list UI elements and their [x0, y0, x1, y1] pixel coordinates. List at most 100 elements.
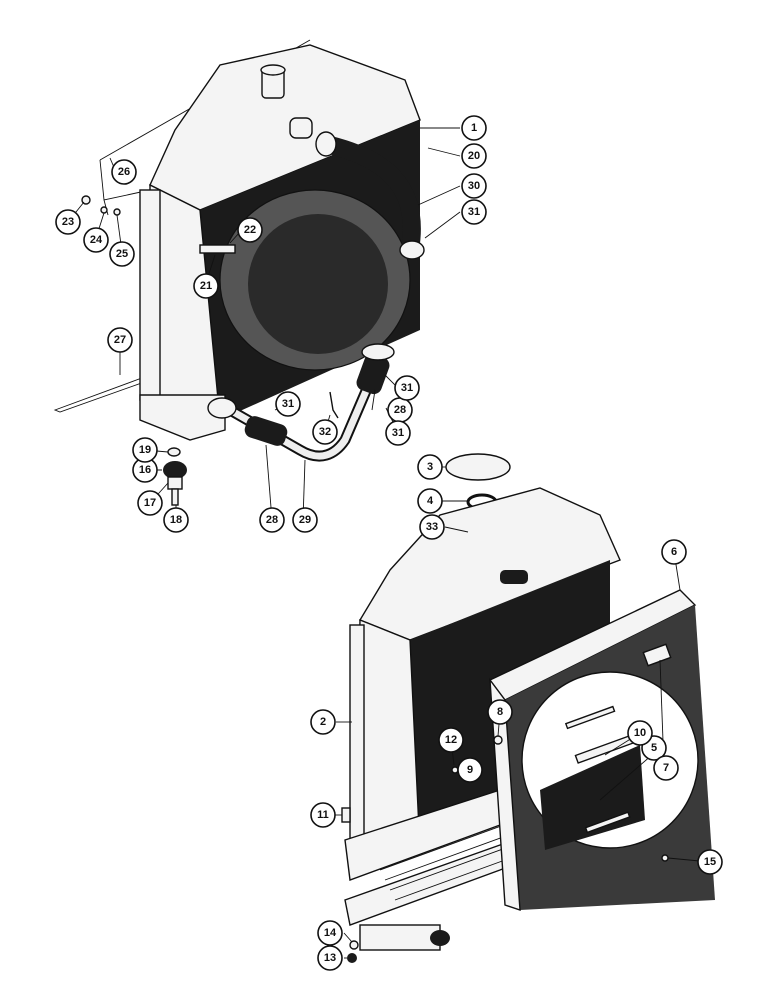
hood-washer [100, 206, 108, 214]
upper-base-bracket [139, 394, 226, 441]
callout-1: 1 [461, 115, 487, 141]
core-behind-shroud [540, 745, 645, 850]
callout-15-label: 15 [704, 856, 716, 868]
upper-hose-clamp-bottom [399, 240, 425, 260]
callout-31-flange-label: 31 [401, 382, 413, 394]
callout-9: 9 [457, 757, 483, 783]
callout-30-label: 30 [468, 180, 480, 192]
callout-19: 19 [132, 437, 158, 463]
callout-28-pipe: 28 [387, 397, 413, 423]
callout-29: 29 [292, 507, 318, 533]
upper-fan-opening-inner [248, 214, 388, 354]
callout-13: 13 [317, 945, 343, 971]
callout-16-label: 16 [139, 464, 151, 476]
callout-19-label: 19 [139, 444, 151, 456]
callout-6: 6 [661, 539, 687, 565]
upper-radiator-assembly [53, 39, 425, 506]
callout-7-label: 7 [663, 762, 669, 774]
callout-17: 17 [137, 490, 163, 516]
lower-radiator-assembly [341, 453, 715, 963]
callout-11: 11 [310, 802, 336, 828]
callout-26-label: 26 [118, 166, 130, 178]
callout-15: 15 [697, 849, 723, 875]
callout-31-flange: 31 [394, 375, 420, 401]
callout-18-label: 18 [170, 514, 182, 526]
callout-31-upper: 31 [461, 199, 487, 225]
upper-side-channel [139, 189, 161, 401]
lower-top-outlet [500, 570, 528, 584]
mount-sleeve [167, 476, 183, 490]
callout-6-label: 6 [671, 546, 677, 558]
callout-22-label: 22 [244, 224, 256, 236]
callout-31-outlet-label: 31 [282, 398, 294, 410]
callout-9-label: 9 [467, 764, 473, 776]
callout-12-label: 12 [445, 734, 457, 746]
callout-23-label: 23 [62, 216, 74, 228]
callout-27-label: 27 [114, 334, 126, 346]
callout-4-label: 4 [427, 495, 434, 507]
support-rod-bracket [199, 244, 236, 254]
callout-33-label: 33 [426, 521, 438, 533]
callout-10-label: 10 [634, 727, 646, 739]
drain-cock [329, 391, 339, 419]
callout-18: 18 [163, 507, 189, 533]
callout-2: 2 [310, 709, 336, 735]
callout-4: 4 [417, 488, 443, 514]
mount-nut [167, 447, 181, 457]
lower-hose [244, 416, 288, 446]
upper-filler-neck-rim [260, 64, 286, 76]
pipe-flange [361, 343, 395, 361]
callout-28-hose-label: 28 [266, 514, 278, 526]
callout-1-label: 1 [471, 122, 477, 134]
callout-13-label: 13 [324, 952, 336, 964]
mount-bolt [171, 488, 179, 506]
bottom-outlet [430, 930, 450, 946]
upper-hose [321, 136, 421, 259]
radiator-cap [445, 453, 511, 481]
callout-7: 7 [653, 755, 679, 781]
bottom-tank [359, 924, 441, 951]
callout-31-lower: 31 [385, 420, 411, 446]
callout-30: 30 [461, 173, 487, 199]
gasket-strip-lower [584, 811, 631, 834]
callout-14: 14 [317, 920, 343, 946]
hood-nut [113, 208, 121, 216]
callout-14-label: 14 [324, 927, 337, 939]
lower-outlet [207, 397, 237, 419]
shroud-plate [642, 643, 672, 667]
callout-32: 32 [312, 419, 338, 445]
callout-27: 27 [107, 327, 133, 353]
callout-21: 21 [193, 273, 219, 299]
gasket-strip [564, 705, 616, 730]
lower-water-pipe-highlight [228, 368, 379, 460]
callout-24-label: 24 [90, 234, 103, 246]
callout-29-label: 29 [299, 514, 311, 526]
callout-31-outlet: 31 [275, 391, 301, 417]
upper-pipe-hose [356, 353, 390, 395]
callout-31-lower-label: 31 [392, 427, 404, 439]
callout-10: 10 [627, 720, 653, 746]
bottom-plate-tubes [379, 789, 616, 901]
callout-32-label: 32 [319, 426, 331, 438]
callout-28-hose: 28 [259, 507, 285, 533]
mount-cushion [163, 461, 187, 479]
callout-3: 3 [417, 454, 443, 480]
side-bolt [341, 807, 351, 823]
lower-washer [349, 940, 359, 950]
shroud-bolt [493, 735, 503, 745]
callout-31-upper-label: 31 [468, 206, 480, 218]
frame-rail [53, 374, 151, 413]
upper-outlet-elbow [289, 117, 313, 139]
callouts: 1 2 3 4 5 6 7 8 9 10 11 12 13 14 15 16 1… [55, 115, 723, 971]
callout-11-label: 11 [317, 809, 329, 821]
callout-3-label: 3 [427, 461, 433, 473]
callout-8-label: 8 [497, 706, 503, 718]
callout-21-label: 21 [200, 280, 212, 292]
callout-26: 26 [111, 159, 137, 185]
callout-12: 12 [438, 727, 464, 753]
callout-2-label: 2 [320, 716, 326, 728]
callout-8: 8 [487, 699, 513, 725]
callout-25-label: 25 [116, 248, 128, 260]
callout-23: 23 [55, 209, 81, 235]
